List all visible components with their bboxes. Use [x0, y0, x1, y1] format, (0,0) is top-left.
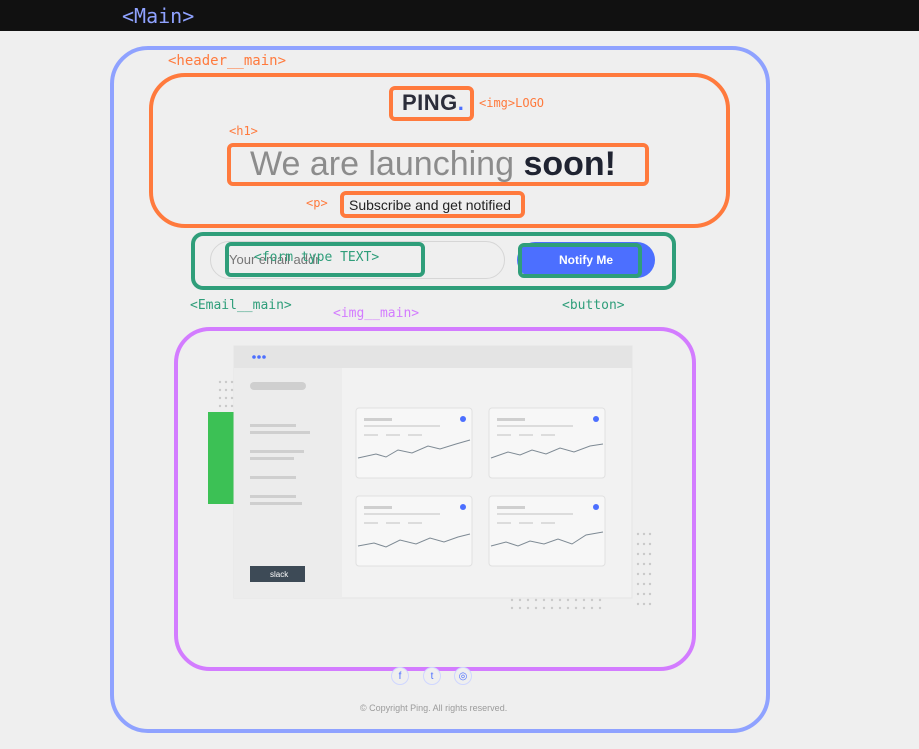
window-dot [257, 355, 261, 359]
img-main-annotation-label: <img__main> [333, 306, 420, 321]
facebook-icon[interactable]: f [391, 667, 409, 685]
h1-annotation-label: <h1> [229, 124, 258, 138]
twitter-icon[interactable]: t [423, 667, 441, 685]
chart-card [488, 495, 606, 567]
window-dot [262, 355, 266, 359]
main-container [110, 46, 770, 733]
dot-pattern-right [510, 532, 652, 610]
button-annotation-label: <button> [562, 298, 625, 313]
notify-button[interactable]: Notify Me [517, 242, 655, 278]
logo: PING. [402, 90, 465, 115]
top-bar [0, 0, 919, 31]
p-box [340, 191, 525, 218]
main-annotation-label: <Main> [122, 4, 195, 28]
dashboard-sidebar [234, 368, 342, 598]
slack-badge [250, 566, 305, 582]
instagram-icon[interactable]: ◎ [454, 667, 472, 685]
footer-copyright: © Copyright Ping. All rights reserved. [360, 703, 508, 713]
email-form-container [191, 232, 676, 290]
p-annotation-label: <p> [306, 196, 328, 210]
form-annotation-label: <form type TEXT> [254, 250, 380, 265]
window-titlebar [234, 346, 632, 368]
email-input[interactable] [210, 241, 505, 279]
chart-card [488, 407, 606, 479]
h1-box [227, 143, 649, 186]
window-dot [252, 355, 256, 359]
dashboard-illustration: slack [208, 345, 652, 610]
subtitle: Subscribe and get notified [349, 197, 511, 213]
chart-card [355, 495, 473, 567]
header-container [149, 73, 730, 228]
dot-pattern-left [218, 380, 234, 408]
chart-card [355, 407, 473, 479]
logo-box [389, 86, 474, 121]
green-accent-block [208, 412, 236, 504]
button-box [518, 243, 642, 278]
page-headline: We are launching soon! [250, 145, 616, 183]
logo-annotation-label: <img>LOGO [479, 96, 545, 110]
email-annotation-label: <Email__main> [190, 298, 292, 313]
header-annotation-label: <header__main> [168, 53, 287, 69]
form-type-box [225, 242, 425, 277]
slack-label: slack [270, 570, 289, 579]
